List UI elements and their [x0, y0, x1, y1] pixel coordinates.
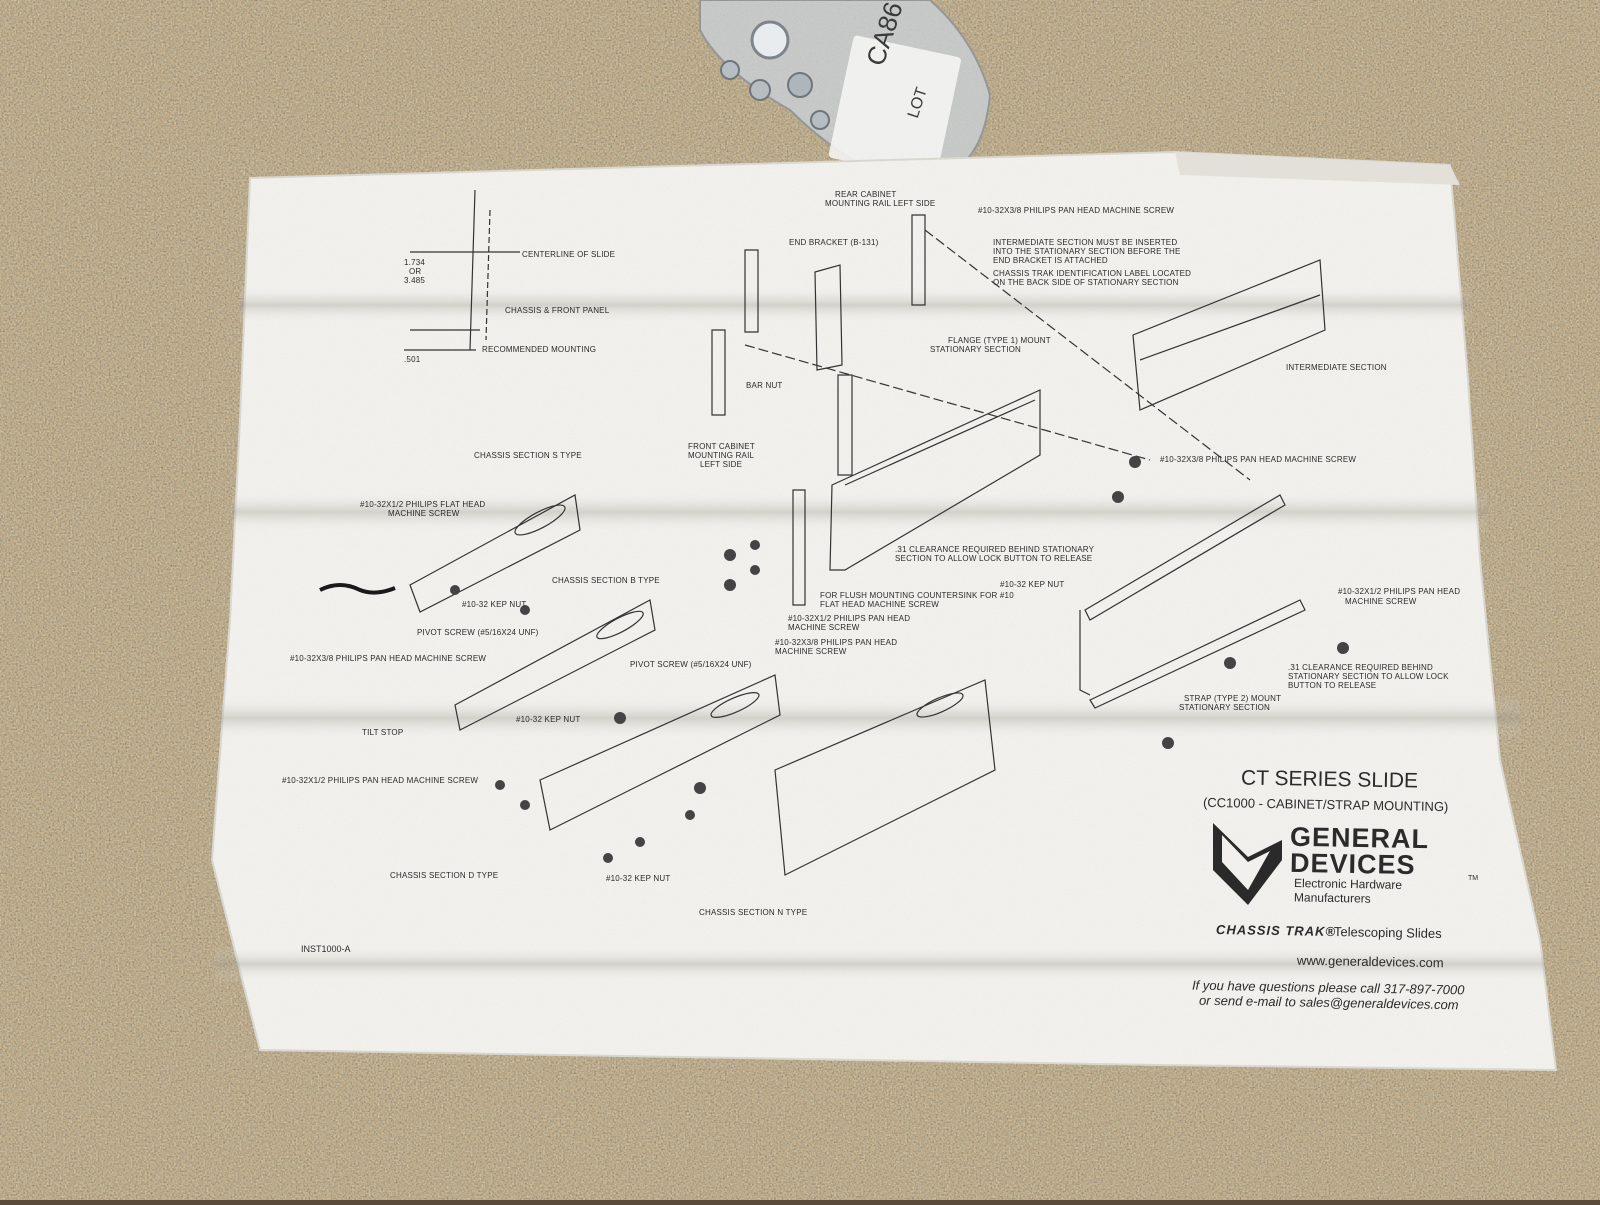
- diagram-label-front-cabinet3: LEFT SIDE: [700, 460, 743, 469]
- paper-tear: [319, 583, 396, 595]
- diagram-label-screw-right: #10-32X3/8 PHILIPS PAN HEAD MACHINE SCRE…: [1160, 455, 1357, 464]
- trademark-mark: TM: [1468, 875, 1479, 882]
- diagram-label-pan-long: #10-32X1/2 PHILIPS PAN HEAD MACHINE SCRE…: [282, 776, 479, 785]
- diagram-label-flat-head2: MACHINE SCREW: [388, 509, 460, 518]
- diagram-label-kep-nut-bottom: #10-32 KEP NUT: [606, 874, 671, 883]
- diagram-label-kep-nut-left: #10-32 KEP NUT: [462, 600, 527, 609]
- diagram-label-flush2: FLAT HEAD MACHINE SCREW: [820, 600, 939, 609]
- diagram-label-strap2: STATIONARY SECTION: [1179, 703, 1271, 712]
- diagram-label-clearance2a: .31 CLEARANCE REQUIRED BEHIND: [1288, 663, 1433, 672]
- diagram-label-clearance1a: .31 CLEARANCE REQUIRED BEHIND STATIONARY: [895, 545, 1095, 554]
- product-title: CT SERIES SLIDE: [1240, 766, 1419, 793]
- product-line-description: Telescoping Slides: [1333, 924, 1442, 941]
- diagram-label-clearance2b: STATIONARY SECTION TO ALLOW LOCK: [1288, 672, 1449, 681]
- logo-mark: [1213, 823, 1282, 905]
- diagram-label-dim2: OR: [409, 267, 422, 276]
- diagram-label-flange1: FLANGE (TYPE 1) MOUNT: [948, 336, 1051, 345]
- diagram-label-dim4: .501: [404, 355, 421, 364]
- diagram-label-tilt-stop: TILT STOP: [362, 728, 404, 737]
- hardware-bag: [699, 0, 992, 180]
- diagram-label-intermediate-section: INTERMEDIATE SECTION: [1286, 363, 1387, 372]
- paper-curl: [1175, 152, 1460, 185]
- diagram-label-screw-top: #10-32X3/8 PHILIPS PAN HEAD MACHINE SCRE…: [978, 206, 1175, 215]
- diagram-label-front-cabinet2: MOUNTING RAIL: [688, 451, 755, 460]
- product-line-name: CHASSIS TRAK®: [1215, 921, 1337, 940]
- document-id: INST1000-A: [301, 944, 351, 954]
- diagram-label-pan-left: #10-32X3/8 PHILIPS PAN HEAD MACHINE SCRE…: [290, 654, 487, 663]
- fold-band-2: [232, 490, 1487, 534]
- diagram-label-chassis-n: CHASSIS SECTION N TYPE: [699, 908, 808, 917]
- diagram-label-rear-cabinet2: MOUNTING RAIL LEFT SIDE: [825, 199, 936, 208]
- diagram-label-rear-cabinet1: REAR CABINET: [835, 190, 897, 199]
- diagram-label-pan-mid1: #10-32X1/2 PHILIPS PAN HEAD: [788, 614, 911, 623]
- diagram-label-pan-head-right1: #10-32X1/2 PHILIPS PAN HEAD: [1338, 587, 1461, 596]
- diagram-label-dim1: 1.734: [404, 258, 426, 267]
- brand-tagline-line2: Manufacturers: [1293, 890, 1371, 906]
- diagram-label-clearance1b: SECTION TO ALLOW LOCK BUTTON TO RELEASE: [895, 554, 1093, 563]
- diagram-label-strap1: STRAP (TYPE 2) MOUNT: [1184, 694, 1282, 703]
- diagram-label-intermediate-note3: END BRACKET IS ATTACHED: [993, 256, 1108, 265]
- diagram-label-pan-head-right2: MACHINE SCREW: [1345, 597, 1417, 606]
- diagram-label-chassis-front: CHASSIS & FRONT PANEL: [505, 306, 610, 315]
- diagram-label-centerline: CENTERLINE OF SLIDE: [522, 250, 616, 259]
- diagram-label-pivot1: PIVOT SCREW (#5/16X24 UNF): [417, 628, 539, 637]
- diagram-label-label-note1: CHASSIS TRAK IDENTIFICATION LABEL LOCATE…: [993, 269, 1192, 278]
- diagram-label-front-cabinet1: FRONT CABINET: [688, 442, 755, 451]
- diagram-label-flat-head1: #10-32X1/2 PHILIPS FLAT HEAD: [360, 500, 486, 509]
- diagram-label-flush1: FOR FLUSH MOUNTING COUNTERSINK FOR #10: [820, 591, 1014, 600]
- company-website: www.generaldevices.com: [1296, 952, 1444, 971]
- diagram-label-kep-nut-right: #10-32 KEP NUT: [1000, 580, 1065, 589]
- diagram-label-intermediate-note1: INTERMEDIATE SECTION MUST BE INSERTED: [993, 238, 1178, 247]
- exploded-diagram: [404, 189, 1349, 876]
- diagram-label-dim3: 3.485: [404, 276, 426, 285]
- diagram-label-chassis-d: CHASSIS SECTION D TYPE: [390, 871, 499, 880]
- diagram-label-intermediate-note2: INTO THE STATIONARY SECTION BEFORE THE: [993, 247, 1181, 256]
- diagram-label-pan-mid4: MACHINE SCREW: [775, 647, 847, 656]
- fold-band-3: [220, 695, 1520, 741]
- diagram-label-chassis-b: CHASSIS SECTION B TYPE: [552, 576, 660, 585]
- brand-tagline-line1: Electronic Hardware: [1293, 876, 1403, 892]
- diagram-label-pivot2: PIVOT SCREW (#5/16X24 UNF): [630, 660, 752, 669]
- diagram-label-chassis-s: CHASSIS SECTION S TYPE: [474, 451, 582, 460]
- diagram-label-bar-nut: BAR NUT: [746, 381, 783, 390]
- diagram-label-pan-mid3: #10-32X3/8 PHILIPS PAN HEAD: [775, 638, 898, 647]
- diagram-label-kep-nut-mid: #10-32 KEP NUT: [516, 715, 581, 724]
- fold-band-1: [240, 285, 1470, 325]
- diagram-label-end-bracket: END BRACKET (B-131): [789, 238, 879, 247]
- diagram-label-clearance2c: BUTTON TO RELEASE: [1288, 681, 1377, 690]
- diagram-label-label-note2: ON THE BACK SIDE OF STATIONARY SECTION: [993, 278, 1179, 287]
- diagram-label-flange2: STATIONARY SECTION: [930, 345, 1022, 354]
- diagram-label-recommended: RECOMMENDED MOUNTING: [482, 345, 597, 354]
- diagram-label-pan-mid2: MACHINE SCREW: [788, 623, 860, 632]
- fold-band-4: [215, 945, 1545, 983]
